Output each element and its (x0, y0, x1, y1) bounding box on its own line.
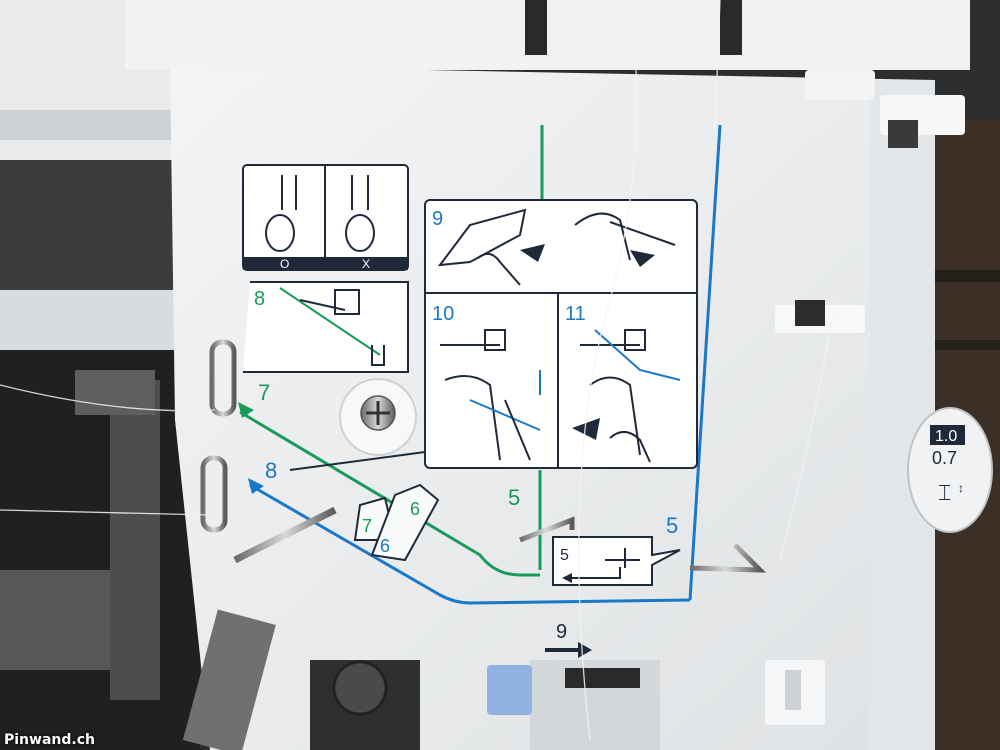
release-lever[interactable] (487, 665, 532, 715)
tension-dial[interactable]: 1.0 0.7 ⌶ ↕ (907, 407, 993, 533)
symbol-ok: O (280, 257, 289, 271)
dial-mid-value: 0.7 (932, 448, 957, 468)
step-5-inset-label: 5 (560, 547, 569, 564)
top-cover (125, 0, 970, 70)
step-9-bottom-label: 9 (556, 621, 567, 643)
thread-guide-tabs: 7 6 6 (353, 483, 440, 562)
step-8-box-label: 8 (254, 288, 265, 310)
bobbin-diagram: O X (242, 164, 409, 271)
tab-6-blue-label: 6 (380, 536, 390, 556)
step-5-left-label: 5 (508, 485, 520, 510)
thread-guides (200, 339, 767, 573)
threads (0, 0, 836, 741)
step-11-box-label: 11 (565, 303, 586, 325)
svg-text:↕: ↕ (958, 481, 964, 495)
tab-6-green-label: 6 (410, 499, 420, 519)
step-5-right-label: 5 (666, 513, 678, 538)
step-9-box-label: 9 (432, 208, 443, 230)
tab-7-label: 7 (362, 516, 372, 536)
step-5-inset: 5 (552, 536, 681, 586)
screw (339, 378, 417, 456)
step-8-diagram: 8 (243, 281, 409, 373)
step-7-label: 7 (258, 380, 270, 405)
dial-top-value: 1.0 (935, 428, 957, 445)
threading-steps-diagram: 9 10 11 (424, 199, 698, 469)
watermark: Pinwand.ch (4, 732, 95, 748)
thread-path-lines (238, 124, 722, 605)
step-8-label: 8 (265, 458, 277, 483)
step-10-box-label: 10 (432, 303, 454, 325)
svg-text:⌶: ⌶ (938, 480, 951, 505)
symbol-wrong: X (362, 257, 370, 271)
